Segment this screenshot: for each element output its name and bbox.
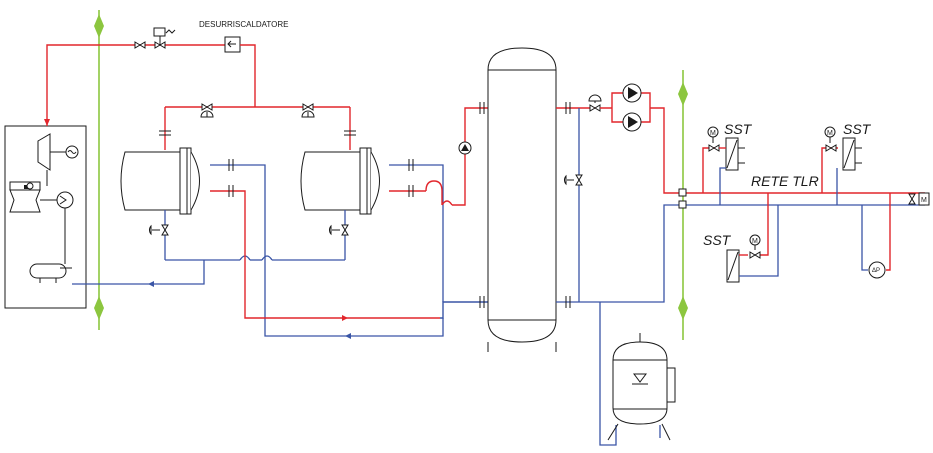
expansion-vessel-icon (599, 302, 676, 446)
control-valve-icon (153, 27, 166, 37)
network-end (908, 192, 930, 206)
pump-icon (26, 182, 34, 190)
substation-2-label: SST (843, 121, 872, 137)
differential-pressure-loop (861, 193, 891, 279)
control-valve-icon (329, 224, 332, 236)
boundary-lines (94, 10, 688, 340)
dp-label: ΔP (872, 268, 880, 274)
motor-label-2: M (827, 130, 833, 137)
condensate-return-line (72, 255, 345, 287)
pressure-sensor-icon (868, 261, 886, 279)
district-heating-exchangers-piping (210, 102, 488, 339)
drum-icon (29, 263, 67, 279)
cooling-tower-icon (9, 189, 41, 213)
desuperheater-label: DESURRISCALDATORE (199, 20, 289, 29)
motor-icon (918, 192, 930, 206)
boundary-marker-icon (678, 296, 688, 320)
control-valve-icon (149, 224, 152, 236)
boiler-supply-header (159, 103, 356, 150)
power-plant-block (4, 125, 87, 309)
motor-label-end: M (921, 197, 927, 204)
heat-exchanger-1 (120, 147, 200, 260)
storage-tank-icon (487, 47, 557, 352)
substation-3-label: SST (703, 232, 732, 248)
pump-station (556, 83, 925, 308)
boundary-marker-icon (678, 82, 688, 106)
motor-label-3: M (752, 238, 758, 245)
substation-2 (821, 126, 862, 205)
control-valve-icon (588, 94, 602, 102)
boundary-marker-icon (94, 296, 104, 320)
turbine-icon (37, 133, 51, 171)
substation-1-label: SST (724, 121, 753, 137)
steam-supply-line (44, 27, 256, 126)
heat-exchanger-icon (56, 191, 74, 209)
boundary-marker-icon (94, 14, 104, 38)
substation-1 (702, 126, 745, 205)
heat-exchanger-2 (300, 147, 380, 260)
motor-label-1: M (710, 130, 716, 137)
substation-3 (726, 193, 779, 283)
network-label: RETE TLR (751, 173, 819, 189)
control-valve-icon (564, 174, 567, 186)
